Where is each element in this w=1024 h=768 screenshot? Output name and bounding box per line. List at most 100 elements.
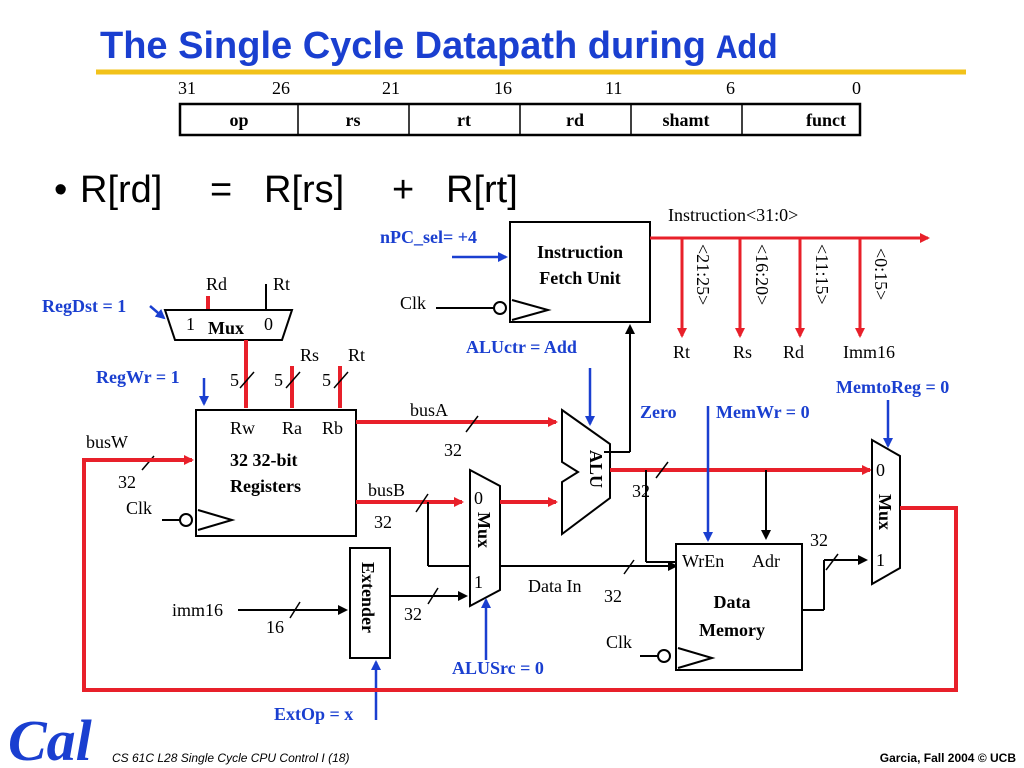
extender-label: Extender [358, 562, 378, 633]
memwr-control: MemWr = 0 [716, 402, 810, 422]
memtoreg-mux-label: Mux [875, 494, 895, 530]
busa-label: busA [410, 400, 448, 420]
register-file: Rw Ra Rb 32 32-bit Registers [179, 409, 357, 537]
zero-label: Zero [640, 402, 677, 422]
mem-adr-port: Adr [752, 551, 780, 571]
busw-width: 32 [118, 472, 136, 492]
data-in-width: 32 [604, 586, 622, 606]
footer-left: CS 61C L28 Single Cycle CPU Control I (1… [112, 751, 349, 765]
memtoreg-control: MemtoReg = 0 [836, 377, 949, 397]
alusrc-one: 1 [474, 572, 483, 592]
writeback-wire [82, 458, 958, 692]
instruction-fetch-unit: Instruction Fetch Unit [493, 221, 651, 323]
reg-in-rs: Rs [300, 345, 319, 365]
extender [349, 547, 391, 659]
extop-control: ExtOp = x [274, 704, 353, 724]
memory-clock-bubble-icon [657, 649, 671, 663]
instruction-format: 31 26 21 16 11 6 0 op rs rt rd shamt fun… [178, 78, 862, 137]
bit-16: 16 [494, 78, 512, 98]
memory-clock-edge-icon [677, 647, 716, 669]
port-rb: Rb [322, 418, 343, 438]
memory-clk-label: Clk [606, 632, 632, 652]
alusrc-control: ALUSrc = 0 [452, 658, 544, 678]
busw-label: busW [86, 432, 128, 452]
regwr-control: RegWr = 1 [96, 367, 180, 387]
instruction-bus-label: Instruction<31:0> [668, 205, 798, 225]
out-rd: Rd [783, 342, 804, 362]
regdst-mux-label: Mux [208, 318, 244, 338]
equation: • R[rd] = R[rs] + R[rt] [54, 169, 518, 211]
bit-11: 11 [605, 78, 622, 98]
busa-width: 32 [444, 440, 462, 460]
aluctr-control: ALUctr = Add [466, 337, 577, 357]
bit-21: 21 [382, 78, 400, 98]
field-funct: funct [806, 110, 846, 130]
ifu-label-1: Instruction [537, 242, 623, 262]
memory-label-2: Memory [699, 620, 765, 640]
cal-logo-text: Cal [8, 708, 93, 768]
out-imm16: Imm16 [843, 342, 895, 362]
field-shamt: shamt [662, 110, 709, 130]
ra-width: 5 [274, 370, 283, 390]
rw-width: 5 [230, 370, 239, 390]
memtoreg-zero: 0 [876, 460, 885, 480]
regdst-one: 1 [186, 314, 195, 334]
regfile-clock-bubble-icon [179, 513, 193, 527]
field-op: op [229, 110, 248, 130]
footer-right: Garcia, Fall 2004 © UCB [880, 751, 1017, 765]
bit-0: 0 [852, 78, 861, 98]
regfile-label-1: 32 32-bit [230, 450, 298, 470]
data-memory: WrEn Adr Data Memory [657, 543, 803, 671]
imm16-width: 16 [266, 617, 284, 637]
bit-26: 26 [272, 78, 290, 98]
ifu-clk-label: Clk [400, 293, 426, 313]
ifu-clock-bubble-icon [493, 301, 507, 315]
regdst-zero: 0 [264, 314, 273, 334]
alu-out-width: 32 [632, 481, 650, 501]
equation-equals: = [210, 169, 232, 211]
regdst-in-rd: Rd [206, 274, 227, 294]
extender-out-width: 32 [404, 604, 422, 624]
port-ra: Ra [282, 418, 302, 438]
reg-in-rt: Rt [348, 345, 365, 365]
regdst-control: RegDst = 1 [42, 296, 126, 316]
mem-wren-port: WrEn [682, 551, 724, 571]
regfile-clk-label: Clk [126, 498, 152, 518]
busb-label: busB [368, 480, 405, 500]
field-rs: rs [346, 110, 361, 130]
field-rt: rt [457, 110, 471, 130]
out-rt: Rt [673, 342, 690, 362]
memory-label-1: Data [714, 592, 751, 612]
field-21-25: <21:25> [693, 244, 713, 305]
memtoreg-mux [871, 438, 901, 586]
alusrc-mux [469, 468, 501, 608]
alu-label: ALU [586, 450, 606, 488]
ifu-label-2: Fetch Unit [539, 268, 620, 288]
bit-6: 6 [726, 78, 735, 98]
field-0-15: <0:15> [871, 248, 891, 300]
equation-rs: R[rs] [264, 169, 344, 211]
out-rs: Rs [733, 342, 752, 362]
bullet: • [54, 169, 67, 211]
imm16-label: imm16 [172, 600, 223, 620]
equation-lhs: R[rd] [80, 169, 162, 211]
equation-plus: + [392, 169, 414, 211]
alusrc-zero: 0 [474, 488, 483, 508]
regfile-clock-edge-icon [197, 509, 236, 531]
equation-rt: R[rt] [446, 169, 518, 211]
field-rd: rd [566, 110, 584, 130]
alusrc-mux-label: Mux [474, 512, 494, 548]
regdst-mux [163, 309, 294, 341]
memtoreg-one: 1 [876, 550, 885, 570]
npc-sel-label: nPC_sel= +4 [380, 227, 477, 247]
bit-31: 31 [178, 78, 196, 98]
slide-title: The Single Cycle Datapath during Add [100, 25, 778, 69]
port-rw: Rw [230, 418, 255, 438]
cal-logo: Cal [8, 708, 93, 768]
busb-width: 32 [374, 512, 392, 532]
field-16-20: <16:20> [752, 244, 772, 305]
mem-out-width: 32 [810, 530, 828, 550]
data-in-label: Data In [528, 576, 581, 596]
field-11-15: <11:15> [812, 244, 832, 305]
